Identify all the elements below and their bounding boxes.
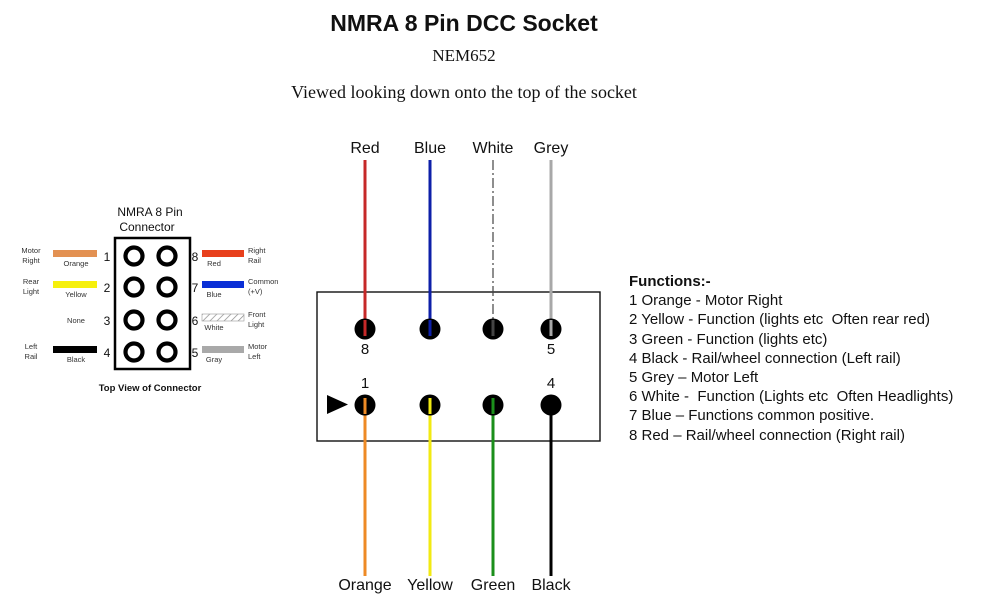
socket-outline	[316, 291, 601, 442]
swatch-label-black: Black	[67, 355, 86, 364]
pin-function-2-a: Rear	[23, 277, 40, 286]
diagram-title: NMRA 8 Pin DCC Socket	[330, 10, 598, 36]
swatch-label-none: None	[67, 316, 85, 325]
function-line-8: 8 Red – Rail/wheel connection (Right rai…	[629, 426, 905, 444]
pin-function-8-a: Right	[248, 246, 266, 255]
pin-function-6-b: Light	[248, 320, 265, 329]
connector-pin-number-6: 6	[192, 314, 199, 328]
function-line-7: 7 Blue – Functions common positive.	[629, 407, 875, 425]
swatch-label-blue: Blue	[206, 290, 221, 299]
swatch-black	[53, 346, 97, 353]
connector-pin-2	[123, 276, 145, 298]
swatch-gray	[202, 346, 244, 353]
pin-function-4-a: Left	[25, 342, 38, 351]
wire-label-black: Black	[531, 577, 571, 594]
connector-pin-number-2: 2	[104, 281, 111, 295]
swatch-orange	[53, 250, 97, 257]
connector-pin-number-8: 8	[192, 250, 199, 264]
connector-pin-number-3: 3	[104, 314, 111, 328]
connector-caption: Top View of Connector	[99, 383, 202, 394]
pin-function-5-a: Motor	[248, 342, 268, 351]
functions-list: Functions:- 1 Orange - Motor Right 2 Yel…	[629, 272, 953, 445]
swatch-label-yellow: Yellow	[65, 290, 87, 299]
swatch-red	[202, 250, 244, 257]
connector-pin-7	[156, 276, 178, 298]
pin-function-7-b: (+V)	[248, 287, 263, 296]
wire-label-orange: Orange	[338, 577, 391, 594]
function-line-2: 2 Yellow - Function (lights etc Often re…	[629, 311, 930, 329]
swatch-label-white: White	[204, 323, 223, 332]
pin-number-1: 1	[361, 375, 369, 392]
connector-title-line1: NMRA 8 Pin	[117, 205, 182, 219]
pin-function-4-b: Rail	[25, 352, 38, 361]
connector-pin-number-4: 4	[104, 346, 111, 360]
pin-function-1-b: Right	[22, 256, 40, 265]
connector-pin-number-7: 7	[192, 281, 199, 295]
view-caption: Viewed looking down onto the top of the …	[291, 82, 637, 102]
pin-function-1-a: Motor	[21, 246, 41, 255]
pin-number-5: 5	[547, 341, 555, 358]
swatch-label-gray: Gray	[206, 355, 223, 364]
diagram-subtitle: NEM652	[432, 46, 496, 65]
pin-number-4: 4	[547, 375, 555, 392]
connector-pin-1	[123, 245, 145, 267]
function-line-4: 4 Black - Rail/wheel connection (Left ra…	[629, 349, 901, 367]
wire-label-green: Green	[471, 577, 515, 594]
connector-pin-5	[156, 341, 178, 363]
function-line-3: 3 Green - Function (lights etc)	[629, 330, 828, 348]
connector-body	[113, 236, 192, 371]
connector-pin-3	[123, 309, 145, 331]
wire-label-yellow: Yellow	[407, 577, 453, 594]
swatch-white	[201, 313, 245, 322]
pin-function-2-b: Light	[23, 287, 40, 296]
connector-pin-6	[156, 309, 178, 331]
pin-1-arrow-marker	[327, 395, 348, 414]
functions-heading: Functions:-	[629, 273, 711, 290]
wire-label-white: White	[473, 140, 514, 157]
pin-number-8: 8	[361, 341, 369, 358]
connector-pin-number-1: 1	[104, 250, 111, 264]
swatch-label-orange: Orange	[63, 259, 88, 268]
connector-title-line2: Connector	[119, 220, 174, 234]
connector-pin-4	[123, 341, 145, 363]
connector-pin-8	[156, 245, 178, 267]
connector-pin-number-5: 5	[192, 346, 199, 360]
pin-function-8-b: Rail	[248, 256, 261, 265]
swatch-blue	[202, 281, 244, 288]
function-line-5: 5 Grey – Motor Left	[629, 369, 759, 387]
pin-function-6-a: Front	[248, 310, 266, 319]
function-line-6: 6 White - Function (Lights etc Often Hea…	[629, 388, 954, 406]
wire-label-red: Red	[350, 140, 379, 157]
wire-label-blue: Blue	[414, 140, 446, 157]
wire-label-grey: Grey	[534, 140, 569, 157]
pin-function-5-b: Left	[248, 352, 261, 361]
swatch-yellow	[53, 281, 97, 288]
pin-function-7-a: Common	[248, 277, 278, 286]
function-line-1: 1 Orange - Motor Right	[629, 292, 783, 310]
swatch-label-red: Red	[207, 259, 221, 268]
